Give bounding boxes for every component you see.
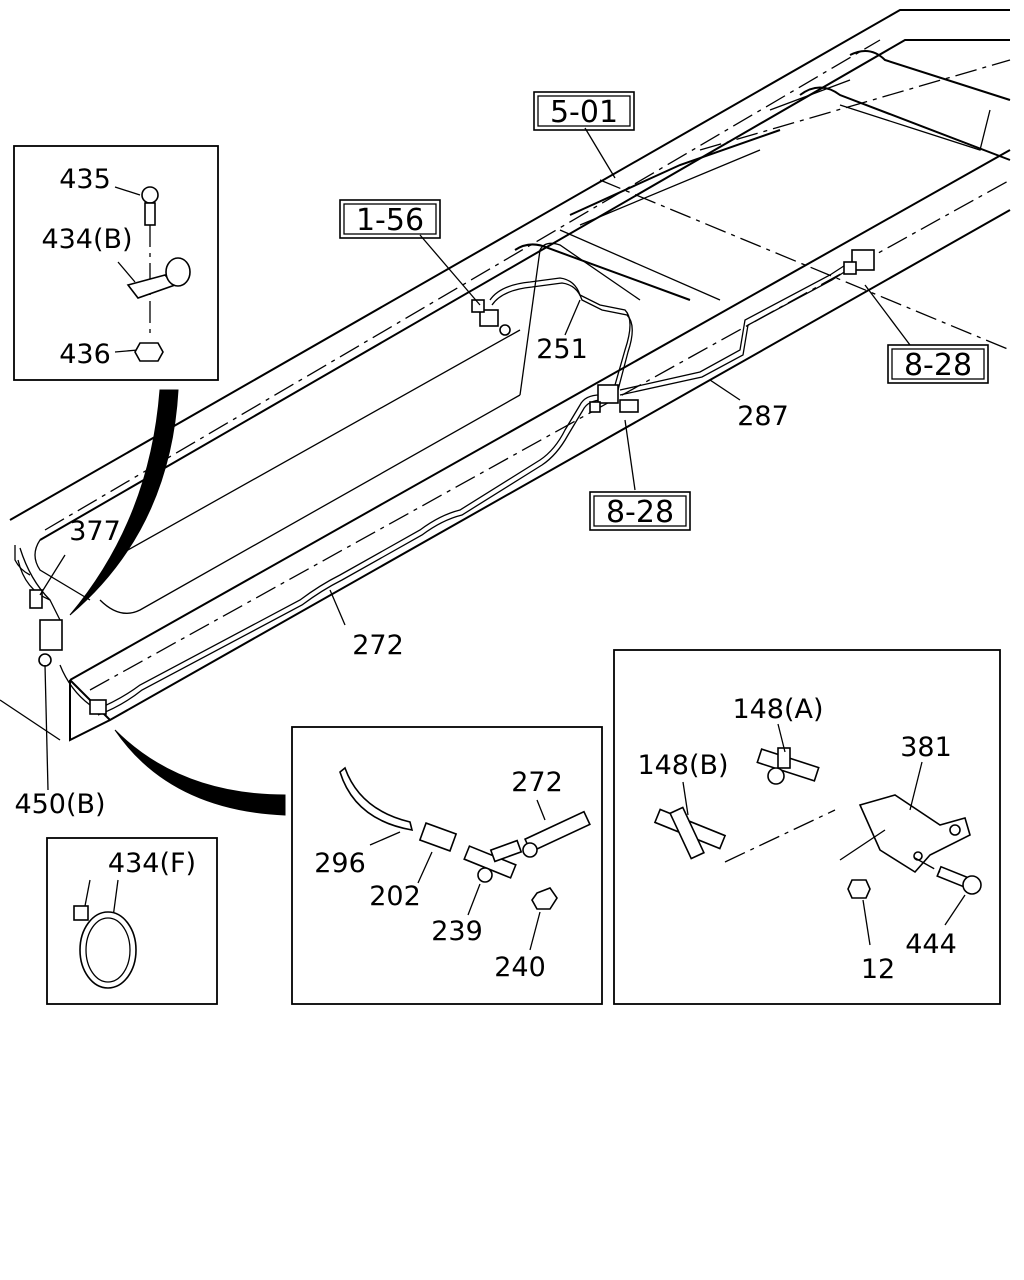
reference-box-8-28-right: 8-28 bbox=[887, 344, 989, 384]
reference-box-1-56: 1-56 bbox=[339, 199, 441, 239]
callout-272: 272 bbox=[352, 630, 404, 661]
callout-287: 287 bbox=[737, 401, 789, 432]
fitting bbox=[843, 261, 857, 275]
tee-body bbox=[477, 867, 493, 883]
callout-436: 436 bbox=[59, 339, 111, 370]
flare-nut bbox=[522, 842, 538, 858]
pipe-fittings bbox=[29, 249, 875, 715]
ref-label: 5-01 bbox=[550, 95, 618, 130]
bolt-head bbox=[962, 875, 982, 895]
detail-pointer-arrow bbox=[114, 729, 286, 816]
ref-label: 8-28 bbox=[606, 495, 674, 530]
fitting bbox=[471, 299, 485, 313]
mounting-bracket bbox=[858, 794, 971, 874]
callout-296: 296 bbox=[314, 848, 366, 879]
four-way-branch bbox=[669, 806, 705, 860]
joint-body bbox=[767, 767, 785, 785]
three-way-branch bbox=[777, 747, 791, 769]
junction-block bbox=[479, 309, 499, 327]
nut bbox=[847, 879, 871, 899]
cable-tie-loop bbox=[79, 911, 137, 989]
nut bbox=[38, 653, 52, 667]
bolt bbox=[29, 589, 43, 609]
inset-clip-assembly: 435 434(B) 436 bbox=[13, 145, 219, 381]
callout-272-detail: 272 bbox=[511, 767, 563, 798]
callout-12: 12 bbox=[861, 954, 895, 985]
inset-cable-tie: 434(F) bbox=[46, 837, 218, 1005]
junction-block bbox=[597, 384, 619, 404]
leader-lines bbox=[39, 127, 911, 791]
callout-381: 381 bbox=[900, 732, 952, 763]
tee-branch bbox=[489, 839, 523, 863]
inset-bracket-assembly: 148(A) 148(B) 381 444 12 bbox=[613, 649, 1001, 1005]
bracket-assembly bbox=[39, 619, 63, 651]
ref-label: 8-28 bbox=[904, 348, 972, 383]
hose bbox=[339, 766, 414, 832]
callout-377: 377 bbox=[69, 516, 121, 547]
callout-202: 202 bbox=[369, 881, 421, 912]
callout-434b: 434(B) bbox=[41, 224, 132, 255]
bolt-shank bbox=[144, 202, 156, 226]
bracket bbox=[619, 399, 639, 413]
callout-240: 240 bbox=[494, 952, 546, 983]
callout-434f: 434(F) bbox=[108, 848, 196, 879]
reference-box-5-01: 5-01 bbox=[533, 91, 635, 131]
callout-148b: 148(B) bbox=[637, 750, 728, 781]
bolt-head bbox=[141, 186, 159, 204]
callout-450b: 450(B) bbox=[14, 789, 105, 820]
callout-435: 435 bbox=[59, 164, 111, 195]
cable-tie-head bbox=[73, 905, 89, 921]
detail-pointer-arrow bbox=[69, 389, 179, 616]
reference-box-8-28-center: 8-28 bbox=[589, 491, 691, 531]
inset-joint-fittings: 272 296 202 239 240 bbox=[291, 726, 603, 1005]
fitting bbox=[499, 324, 511, 336]
callout-239: 239 bbox=[431, 916, 483, 947]
junction-block bbox=[851, 249, 875, 271]
sleeve bbox=[418, 822, 458, 852]
clip-loop bbox=[165, 257, 191, 287]
brake-pipes bbox=[17, 261, 853, 716]
nut bbox=[134, 342, 164, 362]
ref-label: 1-56 bbox=[356, 203, 424, 238]
fitting bbox=[589, 401, 601, 413]
fitting bbox=[89, 699, 107, 715]
nut bbox=[531, 887, 558, 910]
frame-rail-drawing bbox=[0, 9, 1011, 742]
callout-444: 444 bbox=[905, 929, 957, 960]
callout-251: 251 bbox=[536, 334, 588, 365]
callout-148a: 148(A) bbox=[732, 694, 823, 725]
